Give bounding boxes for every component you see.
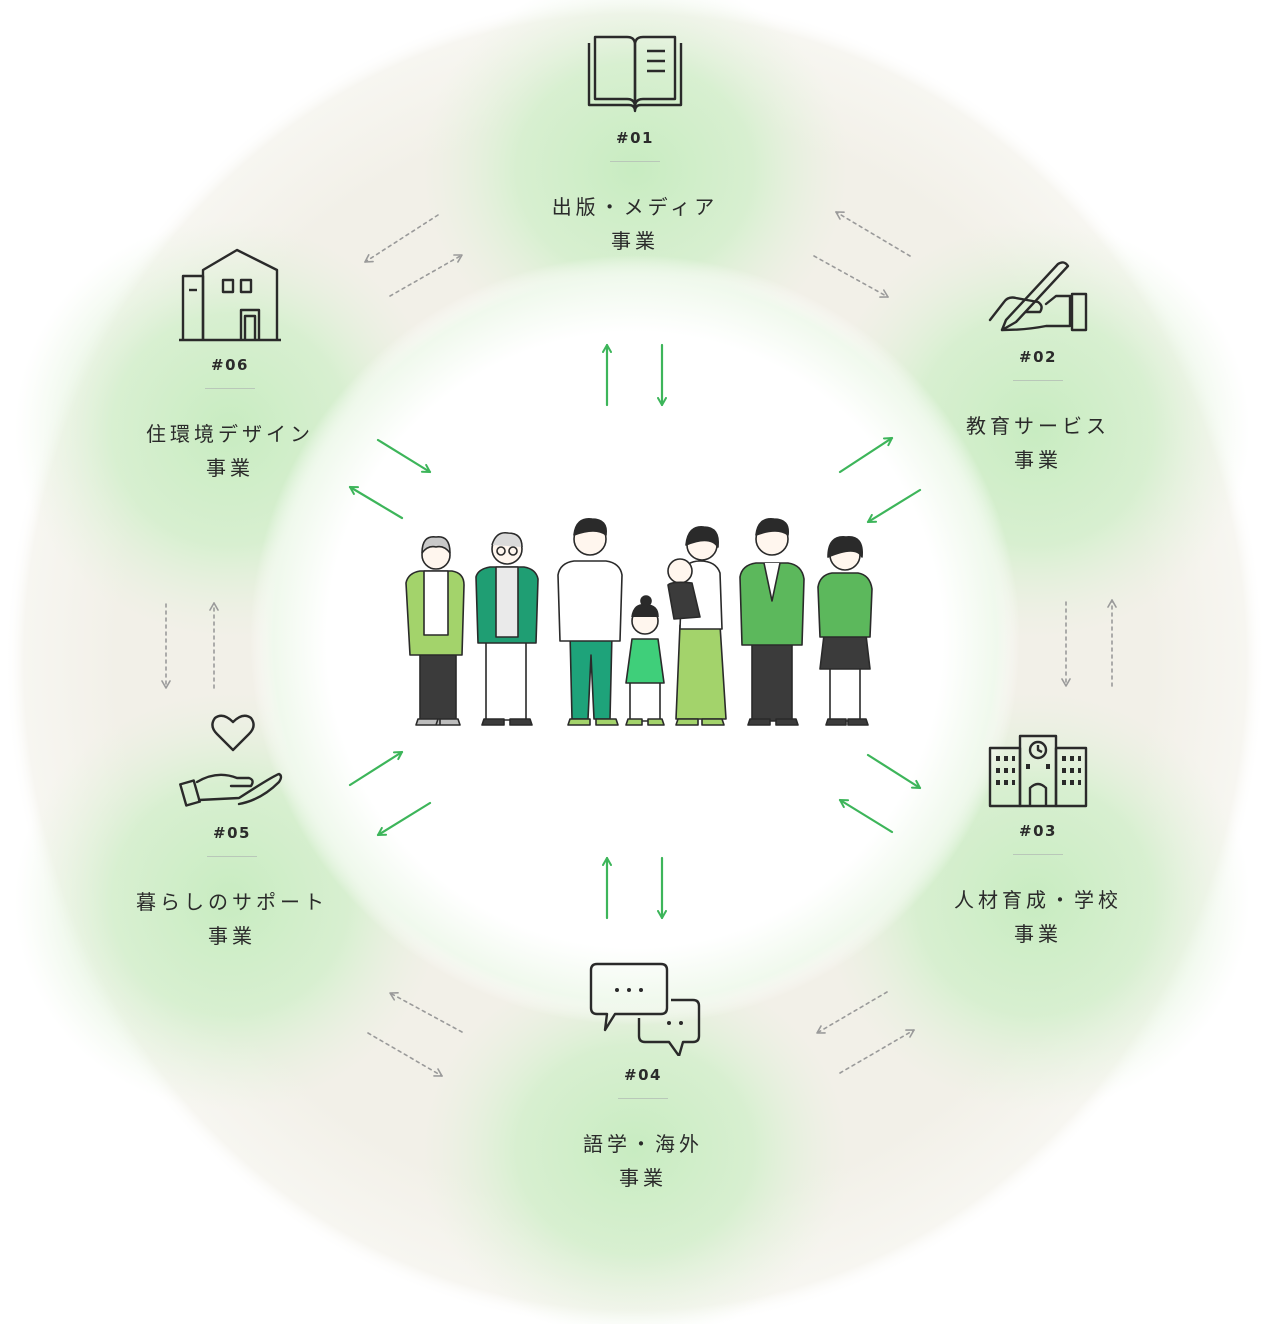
open-book-icon: [587, 35, 683, 113]
arrow-02-to-center: [866, 488, 922, 524]
title-line-2: 事業: [619, 1166, 667, 1190]
arrow-03-to-center: [838, 798, 894, 834]
title-line-2: 事業: [208, 924, 256, 948]
node-01: #01 出版・メディア 事業: [485, 33, 785, 258]
node-04: #04 語学・海外 事業: [493, 960, 793, 1195]
title-line-1: 教育サービス: [966, 414, 1110, 438]
node-number: #05: [213, 824, 251, 842]
school-building-icon: [988, 734, 1088, 808]
node-title: 語学・海外 事業: [493, 1127, 793, 1195]
divider: [1013, 854, 1063, 855]
node-title: 住環境デザイン 事業: [80, 417, 380, 485]
ring-arrow-04-to-03: [839, 1029, 915, 1074]
arrow-05-to-center: [376, 801, 432, 837]
node-title: 人材育成・学校 事業: [888, 883, 1188, 951]
title-line-2: 事業: [206, 456, 254, 480]
node-number: #06: [211, 356, 249, 374]
person-grandmother: [405, 536, 465, 726]
ring-arrow-06-to-01: [389, 254, 463, 297]
divider: [618, 1098, 668, 1099]
title-line-1: 住環境デザイン: [146, 422, 314, 446]
hand-writing-pen-icon: [988, 261, 1088, 332]
title-line-1: 人材育成・学校: [954, 888, 1122, 912]
node-number: #03: [1019, 822, 1057, 840]
arrow-center-to-02: [838, 436, 894, 474]
speech-bubbles-icon: [589, 962, 701, 1056]
divider: [610, 161, 660, 162]
family-group-illustration: [405, 518, 873, 726]
person-grandfather: [475, 531, 539, 726]
node-number: #01: [616, 129, 654, 147]
node-number: #04: [624, 1066, 662, 1084]
arrow-center-to-05: [348, 750, 404, 787]
node-06: #06 住環境デザイン 事業: [80, 246, 380, 485]
node-03: #03 人材育成・学校 事業: [888, 734, 1188, 951]
node-title: 出版・メディア 事業: [485, 190, 785, 258]
ring-arrow-03-to-04: [816, 991, 888, 1034]
divider: [207, 856, 257, 857]
ring-arrow-05-to-04: [367, 1032, 443, 1077]
divider: [1013, 380, 1063, 381]
person-mother-with-baby: [667, 526, 727, 726]
node-title: 教育サービス 事業: [888, 409, 1188, 477]
node-title: 暮らしのサポート 事業: [82, 885, 382, 953]
title-line-1: 語学・海外: [583, 1132, 703, 1156]
node-number: #02: [1019, 348, 1057, 366]
title-line-2: 事業: [1014, 448, 1062, 472]
ring-arrow-02-to-01: [835, 211, 911, 257]
heart-hand-icon: [179, 714, 283, 807]
node-05: #05 暮らしのサポート 事業: [82, 710, 382, 953]
title-line-2: 事業: [611, 229, 659, 253]
person-father: [557, 518, 623, 726]
arrow-06-to-center: [376, 438, 432, 474]
person-student-girl: [817, 536, 873, 726]
divider: [205, 388, 255, 389]
arrow-center-to-06: [348, 485, 404, 520]
person-daughter: [625, 595, 665, 726]
ring-arrow-01-to-02: [813, 255, 889, 298]
title-line-1: 出版・メディア: [551, 195, 719, 219]
ring-arrow-01-to-06: [364, 214, 439, 263]
arrow-center-to-03: [866, 753, 922, 790]
house-icon: [179, 248, 281, 342]
ring-arrow-04-to-05: [389, 992, 463, 1033]
title-line-2: 事業: [1014, 922, 1062, 946]
node-02: #02 教育サービス 事業: [888, 258, 1188, 477]
title-line-1: 暮らしのサポート: [136, 890, 328, 914]
person-student-boy: [739, 518, 805, 726]
